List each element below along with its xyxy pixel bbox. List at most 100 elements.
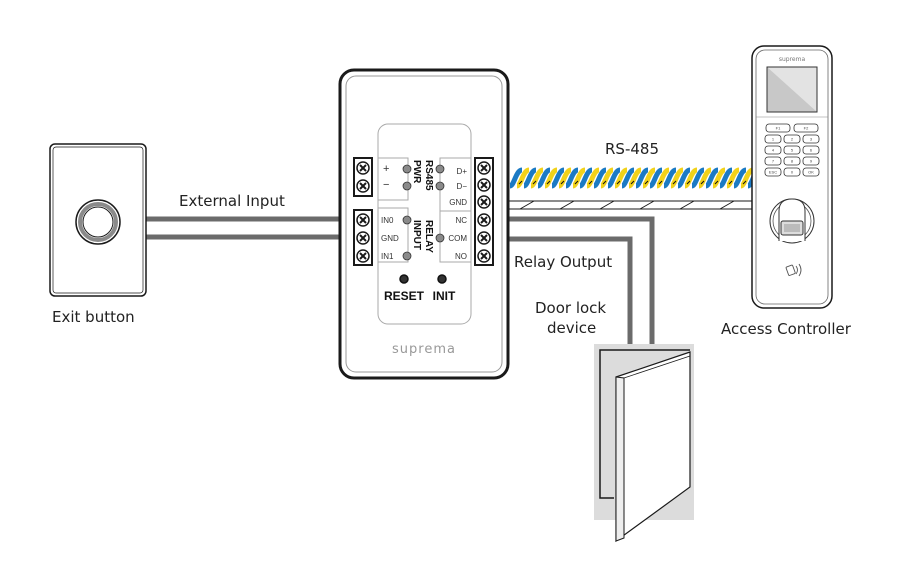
input-in0-label: IN0 xyxy=(381,216,394,225)
screw-terminal-icon xyxy=(477,213,491,227)
input-gnd-label: GND xyxy=(381,234,399,243)
reset-button[interactable] xyxy=(399,274,409,284)
keypad-key[interactable]: ESC xyxy=(764,167,782,177)
pwr-section-label: PWR xyxy=(411,160,422,184)
rs485-twist xyxy=(550,167,572,189)
input-in1-label: IN1 xyxy=(381,252,394,261)
rs485-twist xyxy=(536,167,558,189)
relay-section-label: RELAY xyxy=(423,220,434,253)
keypad-key-label: F2 xyxy=(804,126,809,131)
relay-nc-label: NC xyxy=(455,216,467,225)
rs485-cable xyxy=(508,167,768,189)
door-lock-label-line1: Door lock xyxy=(535,299,606,317)
rs485-twist xyxy=(634,167,656,189)
pwr-led-minus xyxy=(402,181,412,191)
keypad-key[interactable]: 5 xyxy=(783,145,801,155)
keypad-key-label: 2 xyxy=(791,137,794,142)
screw-terminal-icon xyxy=(477,231,491,245)
lcd-screen xyxy=(766,66,818,113)
screw-terminal-icon xyxy=(477,195,491,209)
rs485-twist xyxy=(676,167,698,189)
keypad-key-label: 5 xyxy=(791,148,794,153)
keypad-key-label: 4 xyxy=(772,148,775,153)
relay-output-label: Relay Output xyxy=(514,253,612,271)
keypad-key[interactable]: 0 xyxy=(783,167,801,177)
keypad-key[interactable]: 6 xyxy=(802,145,820,155)
exit-button-device xyxy=(49,143,147,297)
pwr-plus-label: + xyxy=(383,163,389,175)
init-button[interactable] xyxy=(437,274,447,284)
pwr-led-plus xyxy=(402,164,412,174)
input-section-label: INPUT xyxy=(411,220,422,250)
keypad-key[interactable]: 2 xyxy=(783,134,801,144)
fingerprint-sensor xyxy=(769,198,815,244)
gnd-cable xyxy=(508,200,753,210)
keypad-key-label: 3 xyxy=(810,137,813,142)
rs485-twist xyxy=(578,167,600,189)
status-leds xyxy=(402,164,445,261)
rs485-twist xyxy=(620,167,642,189)
keypad-key-label: F1 xyxy=(776,126,781,131)
rs485-label: RS-485 xyxy=(605,140,659,158)
external-input-label: External Input xyxy=(179,192,285,210)
rs485-section-label: RS485 xyxy=(423,160,434,191)
keypad-key-label: 8 xyxy=(791,159,794,164)
external-input-wires xyxy=(146,216,340,240)
screw-terminal-icon xyxy=(356,249,370,263)
io-module: + − IN0 GND IN1 D+ D− GND NC COM NO PWR … xyxy=(338,68,510,380)
keypad-key[interactable]: F1 xyxy=(765,123,791,133)
keypad-key-label: 1 xyxy=(772,137,775,142)
keypad-key-label: OK xyxy=(808,170,814,175)
reset-label: RESET xyxy=(384,289,425,303)
rs485-twist xyxy=(704,167,726,189)
relay-output-wires xyxy=(508,216,655,348)
rs485-twist xyxy=(648,167,670,189)
screw-terminal-icon xyxy=(356,231,370,245)
screw-terminal-icon xyxy=(356,161,370,175)
input-led-1 xyxy=(402,251,412,261)
controller-brand-logo: suprema xyxy=(779,56,806,63)
keypad-key[interactable]: 7 xyxy=(764,156,782,166)
rs485-twist xyxy=(606,167,628,189)
relay-wire-2 xyxy=(508,236,633,348)
keypad-key-label: 6 xyxy=(810,148,813,153)
keypad-key[interactable]: OK xyxy=(802,167,820,177)
init-label: INIT xyxy=(433,289,456,303)
keypad-key[interactable]: 4 xyxy=(764,145,782,155)
relay-led-com xyxy=(435,233,445,243)
rs485-twist xyxy=(718,167,740,189)
keypad-key[interactable]: 3 xyxy=(802,134,820,144)
rfid-card-icon xyxy=(785,263,802,277)
exit-button-label: Exit button xyxy=(52,308,135,326)
rs485-twist xyxy=(564,167,586,189)
rs485-twist xyxy=(690,167,712,189)
door-lock-device xyxy=(594,344,694,543)
access-controller-label: Access Controller xyxy=(721,320,852,338)
pwr-minus-label: − xyxy=(383,179,389,191)
screw-terminal-icon xyxy=(356,179,370,193)
screw-terminal-icon xyxy=(477,178,491,192)
keypad-key[interactable]: 1 xyxy=(764,134,782,144)
keypad-key[interactable]: 9 xyxy=(802,156,820,166)
keypad-key-label: 0 xyxy=(791,170,794,175)
screw-terminal-icon xyxy=(477,249,491,263)
screw-terminal-icon xyxy=(477,161,491,175)
rs485-led-dminus xyxy=(435,181,445,191)
input-led-0 xyxy=(402,215,412,225)
rs485-twist xyxy=(522,167,544,189)
rs485-gnd-label: GND xyxy=(449,198,467,207)
relay-wire-1 xyxy=(508,216,655,348)
rs485-led-dplus xyxy=(435,164,445,174)
screw-terminal-icon xyxy=(356,213,370,227)
keypad-key-label: 9 xyxy=(810,159,813,164)
keypad-key[interactable]: F2 xyxy=(793,123,819,133)
module-brand-logo: suprema xyxy=(392,342,456,357)
keypad-key[interactable]: 8 xyxy=(783,156,801,166)
rs485-twist xyxy=(592,167,614,189)
rs485-twist xyxy=(508,167,530,189)
keypad-key-label: 7 xyxy=(772,159,775,164)
rs485-twist xyxy=(662,167,684,189)
